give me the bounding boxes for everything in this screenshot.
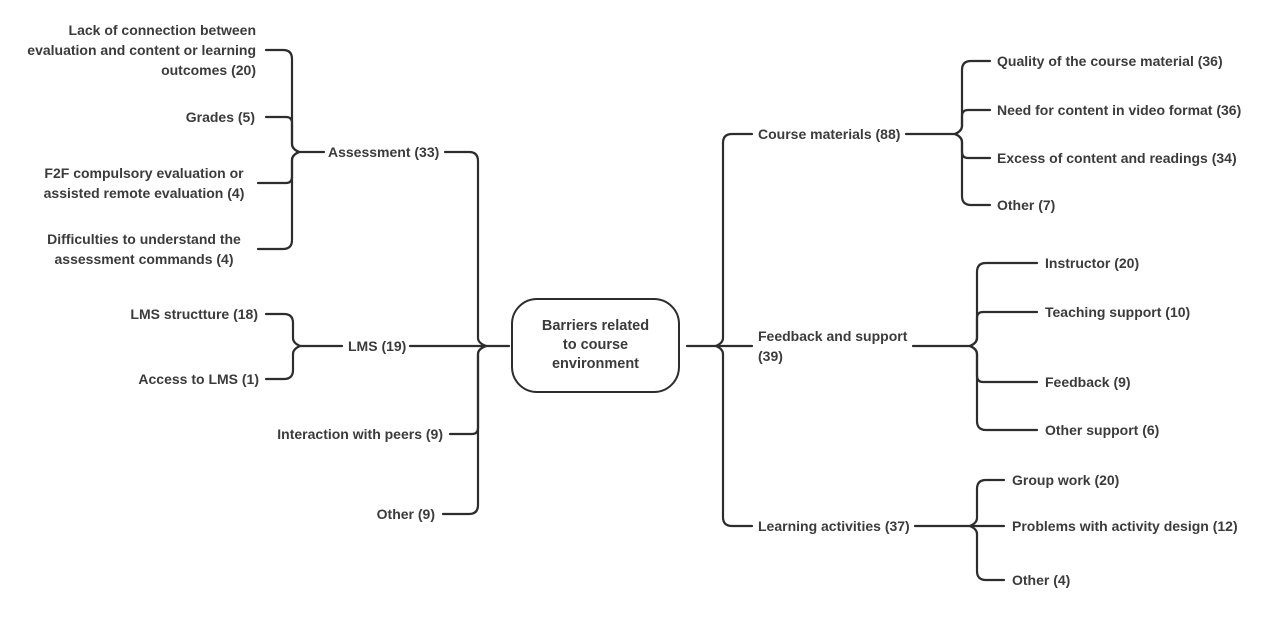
branch-label-learning-activities: Learning activities (37) [758, 518, 910, 534]
brace-right-spine [685, 132, 754, 528]
leaf-label-other-support: Other support (6) [1045, 422, 1160, 438]
leaf-label-group-work: Group work (20) [1012, 472, 1120, 488]
leaf-label-f2f-evaluation: F2F compulsory evaluation or assisted re… [43, 165, 245, 201]
branch-label-other-left: Other (9) [376, 506, 435, 522]
branch-label-interaction-with-peers: Interaction with peers (9) [277, 426, 443, 442]
brace-course-materials-children [904, 59, 992, 207]
leaf-label-quality-course-material: Quality of the course material (36) [997, 53, 1223, 69]
leaf-label-problems-activity-design: Problems with activity design (12) [1012, 518, 1238, 534]
branch-label-assessment: Assessment (33) [328, 144, 440, 160]
branch-label-feedback-and-support: Feedback and support (39) [758, 328, 908, 364]
leaf-label-teaching-support: Teaching support (10) [1045, 304, 1191, 320]
leaf-label-lms-structture: LMS structture (18) [130, 306, 258, 322]
branch-label-course-materials: Course materials (88) [758, 126, 901, 142]
brace-left-spine [408, 150, 511, 516]
leaf-label-access-to-lms: Access to LMS (1) [138, 371, 259, 387]
leaf-label-other-learning-activities: Other (4) [1012, 572, 1071, 588]
leaf-label-feedback: Feedback (9) [1045, 374, 1131, 390]
brace-assessment-children [256, 48, 326, 251]
brace-feedback-children [911, 261, 1039, 432]
leaf-label-excess-content: Excess of content and readings (34) [997, 150, 1237, 166]
branch-label-lms: LMS (19) [348, 338, 407, 354]
brace-lms-children [264, 312, 344, 381]
leaf-label-other-course-materials: Other (7) [997, 197, 1056, 213]
leaf-label-video-format: Need for content in video format (36) [997, 102, 1242, 118]
leaf-label-instructor: Instructor (20) [1045, 255, 1140, 271]
leaf-label-difficulties-assessment-commands: Difficulties to understand the assessmen… [47, 231, 241, 267]
leaf-label-grades: Grades (5) [185, 109, 255, 125]
center-node-barriers: Barriers related to course environment [511, 298, 680, 393]
leaf-label-lack-of-connection: Lack of connection between evaluation an… [27, 22, 256, 78]
brace-learning-activities-children [913, 478, 1006, 582]
